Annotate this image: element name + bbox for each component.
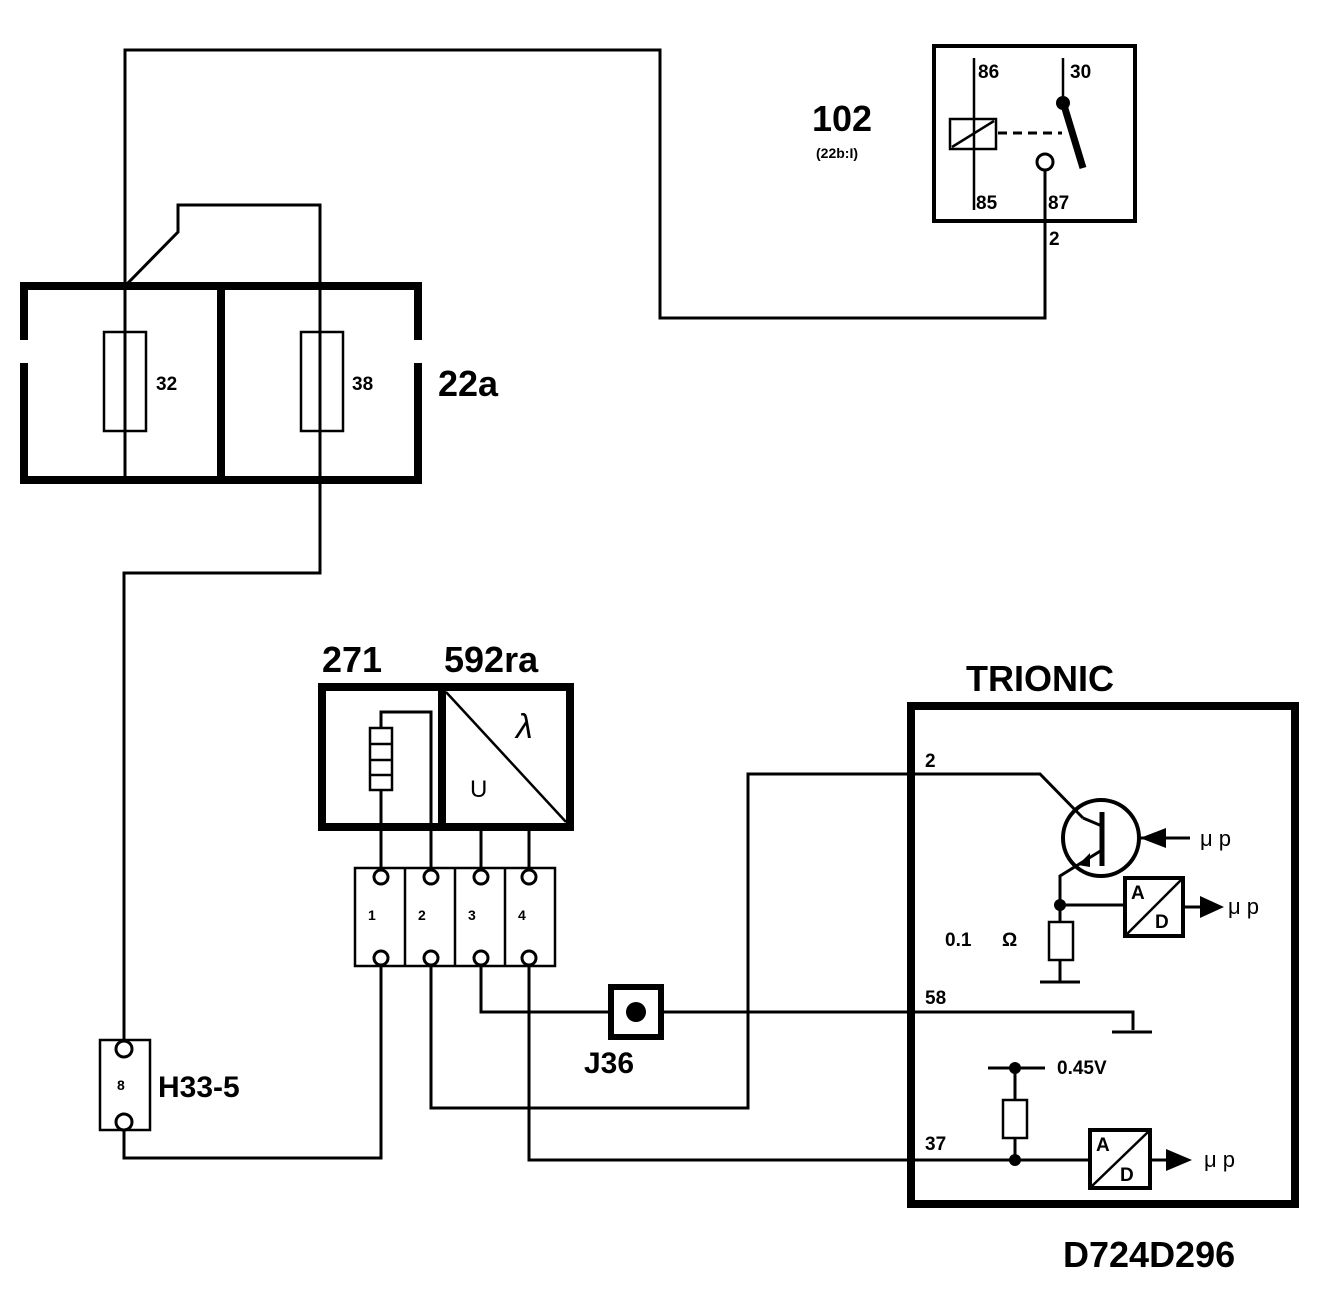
fuse-box-id: 22a (438, 363, 499, 404)
wire-fuse-jumper (123, 203, 322, 288)
wire-pin3-to-j36 (479, 963, 611, 1014)
relay-pin-86: 86 (978, 62, 999, 83)
wire-pin2-to-ecu2 (429, 772, 1085, 1110)
connector-pin: 8 (117, 1077, 125, 1093)
micro-label-1: μ p (1200, 826, 1231, 851)
ohm-symbol: Ω (1002, 930, 1017, 951)
ad-converter-2 (1088, 1128, 1152, 1190)
relay-pin-30: 30 (1070, 62, 1091, 83)
relay-contact-87 (1035, 152, 1055, 172)
relay-contact-arm (1059, 100, 1087, 170)
fuse-box-22a: 32 38 22a (20, 282, 499, 484)
wire-pin4-to-ecu37 (527, 963, 1090, 1162)
fuse-32 (102, 330, 148, 433)
diagram-id: D724D296 (1063, 1234, 1235, 1275)
ad2-a: A (1096, 1135, 1110, 1156)
sensor-id: 592ra (444, 639, 539, 680)
ecu-title: TRIONIC (966, 658, 1114, 699)
shunt-resistor (1047, 920, 1075, 962)
ad1-a: A (1131, 883, 1145, 904)
u-symbol: U (470, 776, 487, 803)
connector-h33-5: 8 H33-5 (98, 1038, 240, 1132)
relay-ref: (22b:I) (816, 145, 858, 161)
wire-fuse38-to-h33 (122, 482, 322, 1041)
relay-id: 102 (812, 98, 872, 139)
sensor-box (438, 683, 574, 831)
trionic-ecu: TRIONIC 2 58 37 μ p 0.1 Ω A D μ p (907, 658, 1299, 1208)
relay-wire-label: 2 (1049, 229, 1060, 250)
heater-id: 271 (322, 639, 382, 680)
ad1-d: D (1155, 912, 1169, 933)
wires (122, 48, 1152, 1162)
sensor-pin-1: 1 (368, 907, 376, 923)
fuse-32-label: 32 (156, 374, 177, 395)
resistor-value: 0.1 (945, 930, 972, 951)
splice-j36: J36 (584, 984, 664, 1080)
ad-converter-1 (1123, 876, 1185, 938)
ecu-pin-37: 37 (925, 1134, 946, 1155)
lead-heater-2 (379, 710, 433, 870)
lambda-symbol: λ (514, 708, 533, 746)
relay-coil (948, 117, 998, 151)
sensor-connector: 1 2 3 4 (353, 866, 557, 968)
sensor-pin-3: 3 (468, 907, 476, 923)
connector-id: H33-5 (158, 1071, 240, 1104)
sensor-pin-4: 4 (518, 907, 526, 923)
ecu-pin-2: 2 (925, 751, 936, 772)
ad2-d: D (1120, 1165, 1134, 1186)
wire-j36-to-ecu58 (662, 1010, 1135, 1030)
micro-label-2: μ p (1228, 894, 1259, 919)
relay-pin-85: 85 (976, 193, 998, 214)
ecu-pin-58: 58 (925, 988, 946, 1009)
splice-id: J36 (584, 1047, 634, 1080)
bias-voltage: 0.45V (1057, 1058, 1107, 1079)
bias-resistor (1001, 1098, 1029, 1140)
relay-102: 86 30 85 87 2 102 (22b:I) (812, 44, 1137, 250)
wire-fuse32-to-relay87 (123, 48, 1047, 320)
ecu-box (907, 702, 1299, 1208)
fuse-38-label: 38 (352, 374, 373, 395)
fuse-38 (299, 330, 345, 433)
relay-box (932, 44, 1137, 223)
micro-label-3: μ p (1204, 1147, 1235, 1172)
sensor-pin-2: 2 (418, 907, 426, 923)
wire-h33-to-pin1 (122, 963, 383, 1160)
oxygen-sensor: 271 592ra λ U (318, 639, 574, 831)
relay-pin-87: 87 (1048, 193, 1069, 214)
